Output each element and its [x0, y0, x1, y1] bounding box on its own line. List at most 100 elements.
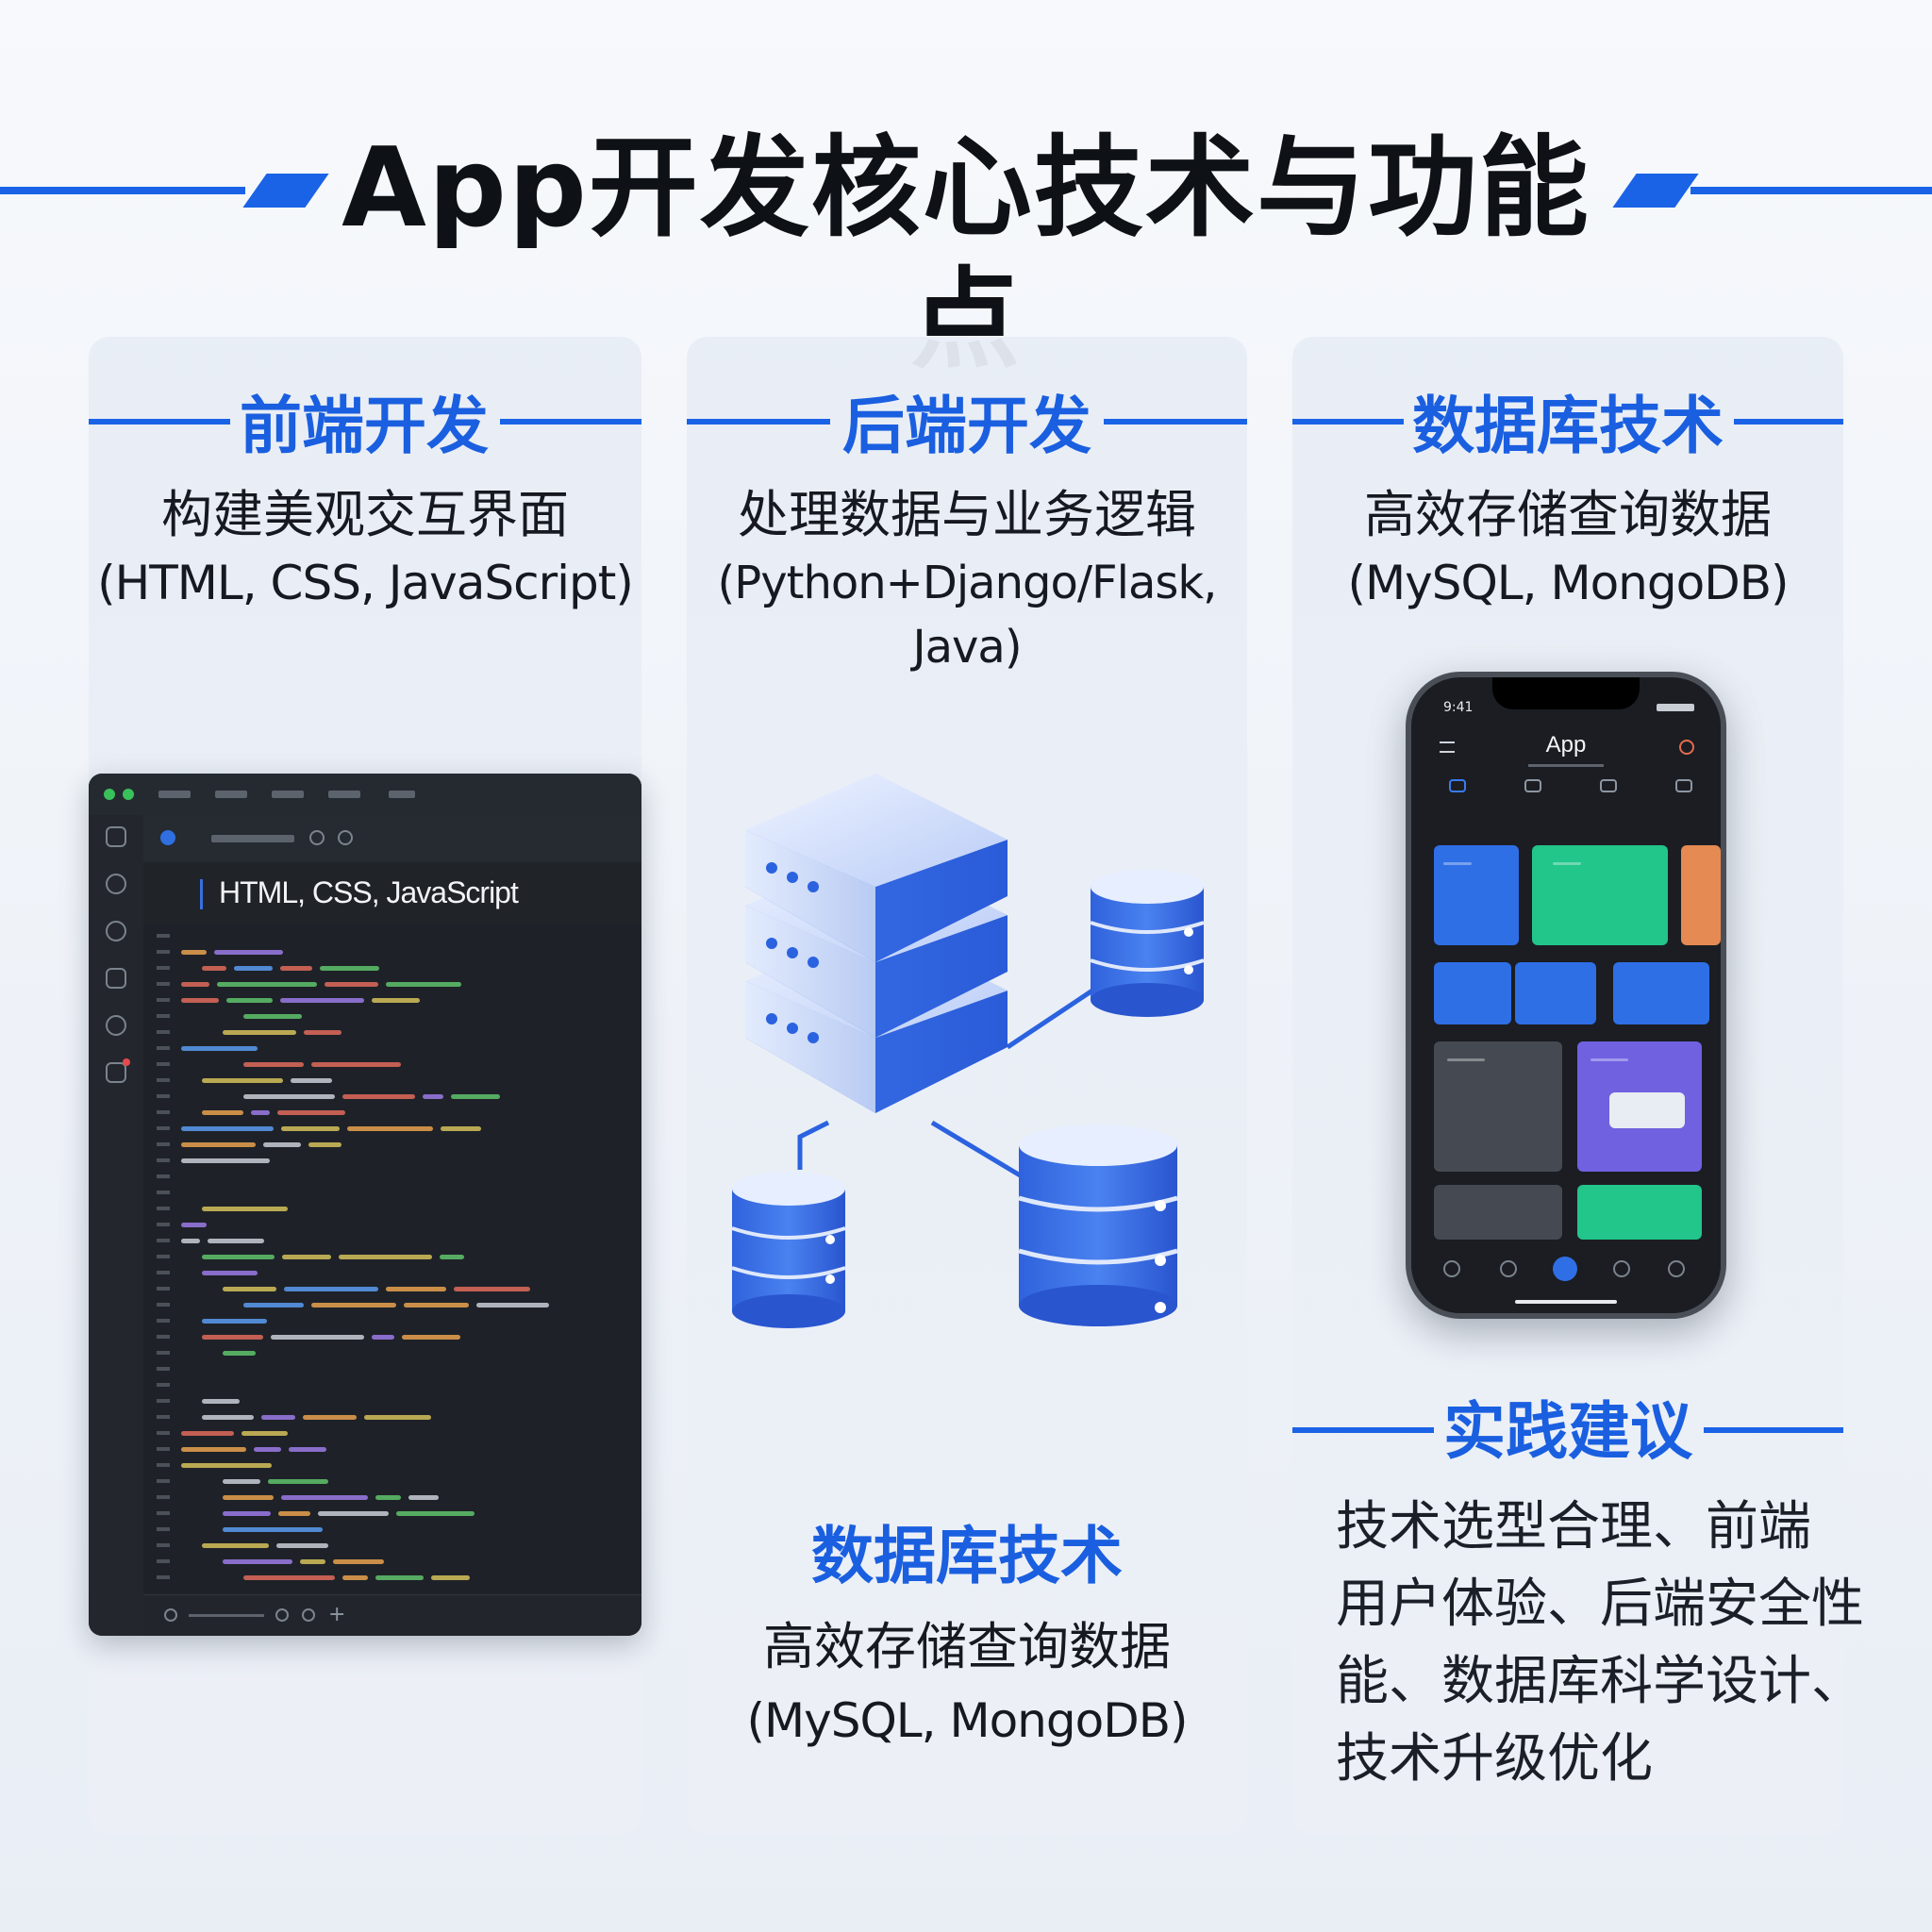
- line-number: [157, 1415, 170, 1419]
- code-token: [181, 1046, 258, 1051]
- editor-menu-item: [158, 791, 191, 798]
- code-token: [386, 1287, 446, 1291]
- notification-icon: [106, 1062, 126, 1083]
- line-number: [157, 1239, 170, 1242]
- code-token: [268, 1479, 328, 1484]
- code-token: [454, 1287, 530, 1291]
- line-number: [157, 998, 170, 1002]
- code-token: [243, 1575, 335, 1580]
- code-token: [226, 998, 273, 1003]
- editor-menu-item: [328, 791, 360, 798]
- editor-titlebar: [89, 774, 641, 815]
- frontend-tech: (HTML, CSS, JavaScript): [97, 556, 634, 610]
- tile-text: [1553, 862, 1581, 865]
- code-token: [402, 1335, 460, 1340]
- code-token: [202, 1399, 240, 1404]
- app-tile: [1577, 1185, 1702, 1240]
- code-token: [181, 1239, 200, 1243]
- database-subtitle: 高效存储查询数据: [1364, 485, 1772, 544]
- window-dot-icon: [104, 789, 115, 800]
- home-indicator: [1515, 1300, 1617, 1304]
- server-stack-icon: [745, 774, 1008, 1113]
- practice-text: 技术选型合理、前端 用户体验、后端安全性 能、数据库科学设计、 技术升级优化: [1336, 1489, 1864, 1798]
- file-icon: [160, 830, 175, 845]
- app-tile: [1434, 845, 1519, 945]
- line-number: [157, 1223, 170, 1226]
- tab-home-icon: [1449, 779, 1466, 792]
- status-icons: [1657, 704, 1694, 711]
- line-number: [157, 1191, 170, 1194]
- bottom-nav: [1411, 1243, 1721, 1313]
- code-token: [342, 1575, 368, 1580]
- line-number: [157, 934, 170, 938]
- database-mid-title: 数据库技术: [811, 1520, 1123, 1592]
- practice-rule-right: [1704, 1427, 1843, 1433]
- line-number: [157, 982, 170, 986]
- line-number: [157, 1495, 170, 1499]
- backend-subtitle: 处理数据与业务逻辑: [738, 485, 1196, 544]
- line-number: [157, 1447, 170, 1451]
- files-icon: [106, 826, 126, 847]
- code-token: [181, 1126, 274, 1131]
- code-token: [440, 1255, 464, 1259]
- code-token: [181, 1431, 234, 1436]
- line-number: [157, 1351, 170, 1355]
- code-token: [278, 1511, 310, 1516]
- page-title: App开发核心技术与功能点: [341, 125, 1591, 384]
- app-tile: [1613, 962, 1709, 1024]
- backend-rule-left: [687, 419, 830, 425]
- code-token: [404, 1303, 469, 1307]
- app-tile: [1515, 962, 1596, 1024]
- database-rule-right: [1734, 419, 1843, 425]
- frontend-rule-right: [500, 419, 641, 425]
- code-token: [289, 1447, 326, 1452]
- code-token: [325, 982, 378, 987]
- code-token: [280, 998, 364, 1003]
- code-token: [318, 1511, 389, 1516]
- practice-line: 技术升级优化: [1336, 1728, 1653, 1790]
- nav-chat-icon: [1613, 1260, 1630, 1277]
- code-token: [396, 1511, 475, 1516]
- code-token: [202, 1319, 267, 1324]
- extensions-icon: [106, 1015, 126, 1036]
- code-token: [311, 1062, 401, 1067]
- line-number: [157, 1207, 170, 1210]
- phone-mockup: 9:41 App: [1406, 672, 1726, 1319]
- status-slider: [189, 1614, 264, 1617]
- line-number: [157, 1094, 170, 1098]
- code-token: [386, 982, 461, 987]
- code-token: [276, 1543, 328, 1548]
- code-token: [375, 1575, 424, 1580]
- header-rule-left: [0, 187, 245, 194]
- branch-icon: [302, 1608, 315, 1622]
- code-token: [243, 1094, 335, 1099]
- tab-cloud-icon: [1675, 779, 1692, 792]
- code-token: [261, 1415, 295, 1420]
- practice-line: 技术选型合理、前端: [1336, 1496, 1811, 1557]
- notification-dot-icon: [123, 1058, 130, 1066]
- database-icon: [1018, 1124, 1178, 1326]
- line-number: [157, 1399, 170, 1403]
- code-token: [291, 1078, 332, 1083]
- code-token: [243, 1303, 304, 1307]
- code-token: [251, 1110, 270, 1115]
- code-token: [441, 1126, 481, 1131]
- app-subtitle-line: [1528, 764, 1604, 767]
- practice-rule-left: [1292, 1427, 1434, 1433]
- code-token: [202, 1207, 288, 1211]
- code-token: [431, 1575, 470, 1580]
- line-number: [157, 1335, 170, 1339]
- debug-icon: [106, 968, 126, 989]
- line-number: [157, 1174, 170, 1178]
- connector-lines: [797, 988, 1094, 1182]
- code-token: [181, 1463, 272, 1468]
- database-rule-left: [1292, 419, 1404, 425]
- git-icon: [106, 921, 126, 941]
- line-number: [157, 1559, 170, 1563]
- code-token: [423, 1094, 443, 1099]
- line-number: [157, 1383, 170, 1387]
- line-number: [157, 1479, 170, 1483]
- nav-home-icon: [1443, 1260, 1460, 1277]
- line-number: [157, 1046, 170, 1050]
- line-number: [157, 1062, 170, 1066]
